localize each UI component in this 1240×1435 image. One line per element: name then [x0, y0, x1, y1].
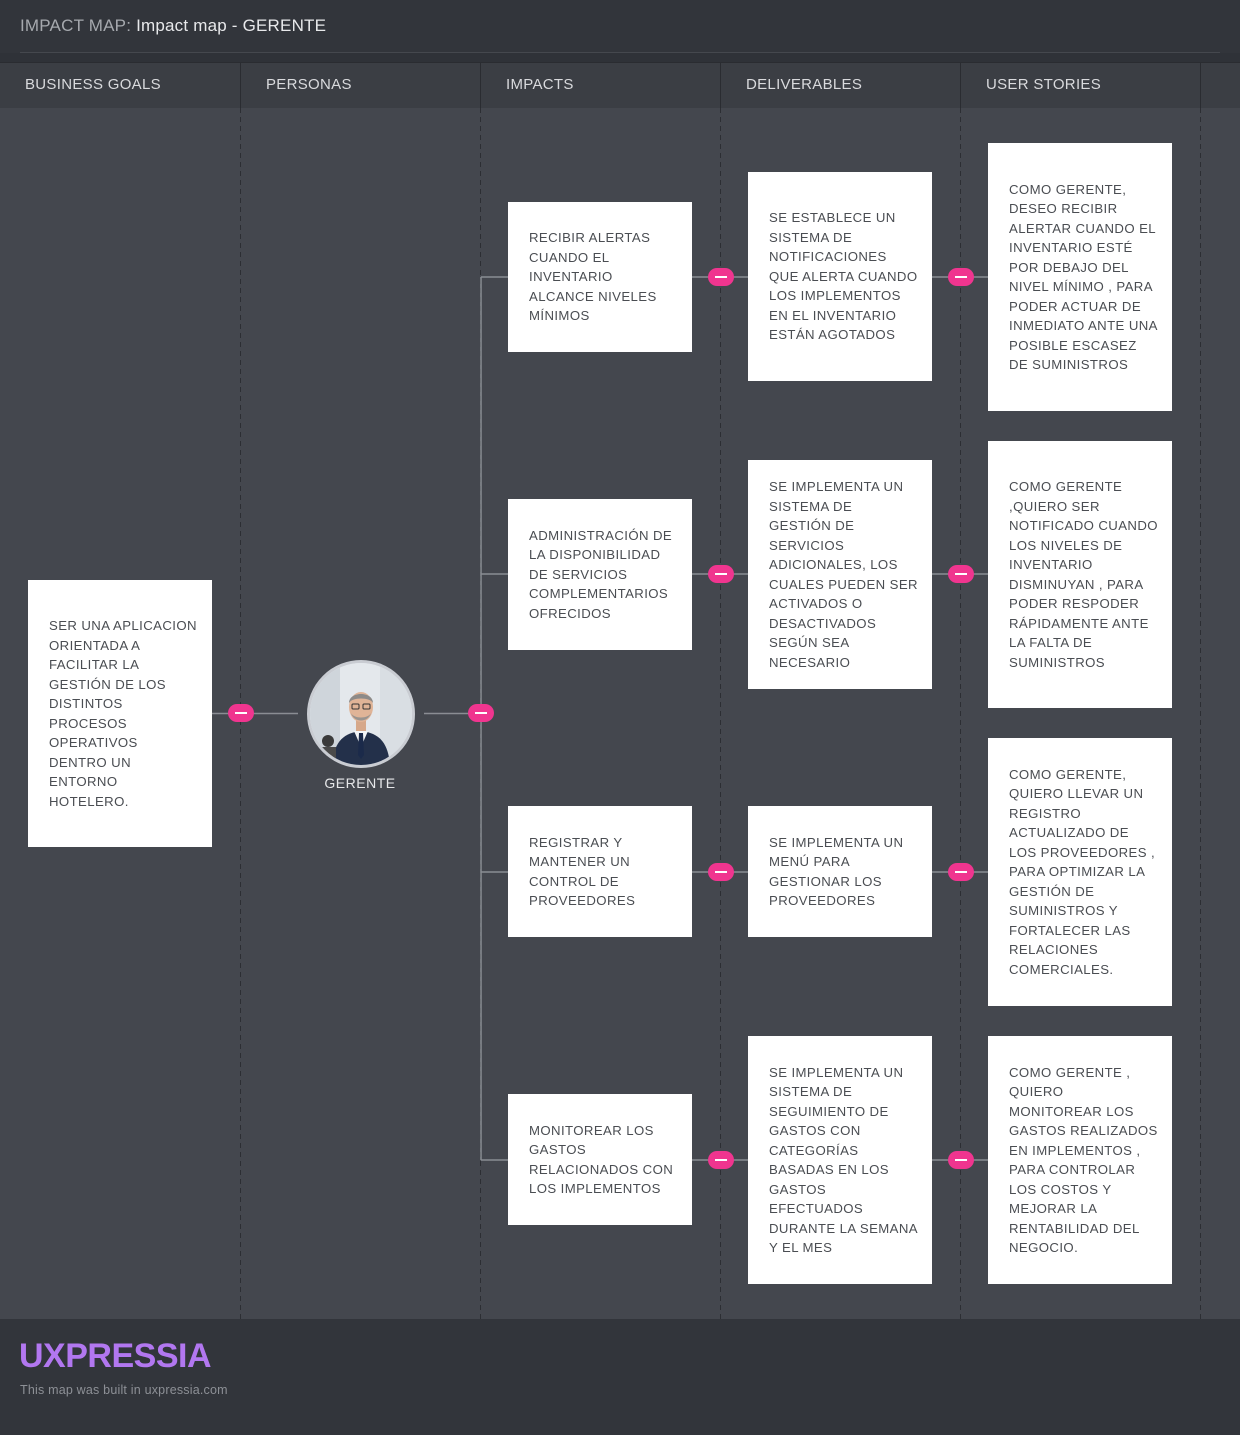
- persona-name: GERENTE: [324, 775, 396, 791]
- collapse-toggle-deliverable[interactable]: [948, 863, 974, 881]
- collapse-toggle-deliverable[interactable]: [948, 565, 974, 583]
- uxpressia-logo[interactable]: UXPRESSIA: [19, 1337, 212, 1375]
- user-story-text: COMO GERENTE, DESEO RECIBIR ALERTAR CUAN…: [1009, 181, 1158, 373]
- impact-card[interactable]: ADMINISTRACIÓN DE LA DISPONIBILIDAD DE S…: [508, 499, 692, 650]
- map-canvas: SER UNA APLICACION ORIENTADA A FACILITAR…: [0, 108, 1240, 1319]
- column-header-row: BUSINESS GOALS PERSONAS IMPACTS DELIVERA…: [0, 62, 1240, 109]
- collapse-toggle-impact[interactable]: [708, 565, 734, 583]
- deliverable-text: SE IMPLEMENTA UN MENÚ PARA GESTIONAR LOS…: [769, 834, 904, 909]
- deliverable-text: SE IMPLEMENTA UN SISTEMA DE GESTIÓN DE S…: [769, 479, 918, 670]
- title-bar: IMPACT MAP: Impact map - GERENTE: [0, 0, 1240, 53]
- user-story-card[interactable]: COMO GERENTE , QUIERO MONITOREAR LOS GAS…: [988, 1036, 1172, 1284]
- column-header-business-goals[interactable]: BUSINESS GOALS: [0, 63, 241, 109]
- user-story-text: COMO GERENTE, QUIERO LLEVAR UN REGISTRO …: [1009, 766, 1156, 977]
- collapse-toggle-persona[interactable]: [468, 704, 494, 722]
- footer-note: This map was built in uxpressia.com: [20, 1383, 228, 1397]
- deliverable-card[interactable]: SE ESTABLECE UN SISTEMA DE NOTIFICACIONE…: [748, 172, 932, 381]
- collapse-toggle-deliverable[interactable]: [948, 268, 974, 286]
- column-header-impacts[interactable]: IMPACTS: [481, 63, 721, 109]
- user-story-text: COMO GERENTE , QUIERO MONITOREAR LOS GAS…: [1009, 1064, 1158, 1256]
- deliverable-card[interactable]: SE IMPLEMENTA UN SISTEMA DE SEGUIMIENTO …: [748, 1036, 932, 1284]
- deliverable-card[interactable]: SE IMPLEMENTA UN MENÚ PARA GESTIONAR LOS…: [748, 806, 932, 937]
- column-header-user-stories[interactable]: USER STORIES: [961, 63, 1201, 109]
- impact-card[interactable]: RECIBIR ALERTAS CUANDO EL INVENTARIO ALC…: [508, 202, 692, 352]
- map-title: IMPACT MAP: Impact map - GERENTE: [20, 16, 326, 36]
- impact-text: RECIBIR ALERTAS CUANDO EL INVENTARIO ALC…: [529, 230, 657, 324]
- goal-text: SER UNA APLICACION ORIENTADA A FACILITAR…: [49, 618, 197, 809]
- map-title-name[interactable]: Impact map - GERENTE: [136, 16, 327, 35]
- user-story-card[interactable]: COMO GERENTE, QUIERO LLEVAR UN REGISTRO …: [988, 738, 1172, 1006]
- deliverable-text: SE IMPLEMENTA UN SISTEMA DE SEGUIMIENTO …: [769, 1064, 918, 1256]
- user-story-card[interactable]: COMO GERENTE, DESEO RECIBIR ALERTAR CUAN…: [988, 143, 1172, 411]
- impact-card[interactable]: REGISTRAR Y MANTENER UN CONTROL DE PROVE…: [508, 806, 692, 937]
- column-header-personas[interactable]: PERSONAS: [241, 63, 481, 109]
- impact-text: MONITOREAR LOS GASTOS RELACIONADOS CON L…: [529, 1122, 674, 1197]
- collapse-toggle-impact[interactable]: [708, 863, 734, 881]
- footer: UXPRESSIA This map was built in uxpressi…: [0, 1319, 1240, 1435]
- person-avatar-icon[interactable]: [307, 660, 415, 768]
- title-divider: [20, 52, 1220, 53]
- column-header-deliverables[interactable]: DELIVERABLES: [721, 63, 961, 109]
- collapse-toggle-impact[interactable]: [708, 1151, 734, 1169]
- collapse-toggle-deliverable[interactable]: [948, 1151, 974, 1169]
- collapse-toggle-goal[interactable]: [228, 704, 254, 722]
- impact-card[interactable]: MONITOREAR LOS GASTOS RELACIONADOS CON L…: [508, 1094, 692, 1225]
- impact-text: ADMINISTRACIÓN DE LA DISPONIBILIDAD DE S…: [529, 527, 673, 621]
- goal-card[interactable]: SER UNA APLICACION ORIENTADA A FACILITAR…: [28, 580, 212, 847]
- collapse-toggle-impact[interactable]: [708, 268, 734, 286]
- user-story-text: COMO GERENTE ,QUIERO SER NOTIFICADO CUAN…: [1009, 479, 1158, 670]
- user-story-card[interactable]: COMO GERENTE ,QUIERO SER NOTIFICADO CUAN…: [988, 441, 1172, 708]
- impact-text: REGISTRAR Y MANTENER UN CONTROL DE PROVE…: [529, 834, 636, 909]
- map-title-prefix: IMPACT MAP:: [20, 16, 132, 35]
- deliverable-card[interactable]: SE IMPLEMENTA UN SISTEMA DE GESTIÓN DE S…: [748, 460, 932, 689]
- deliverable-text: SE ESTABLECE UN SISTEMA DE NOTIFICACIONE…: [769, 210, 918, 343]
